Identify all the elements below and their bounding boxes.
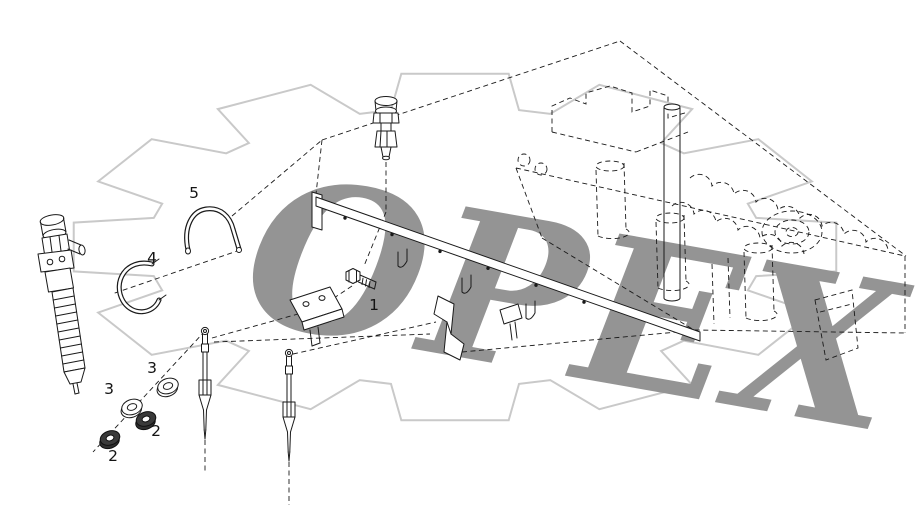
washer-1 bbox=[156, 377, 179, 398]
small-bracket bbox=[499, 303, 523, 341]
mounting-bar bbox=[311, 191, 701, 342]
manifold-assembly bbox=[515, 85, 906, 361]
callout-4: 4 bbox=[147, 249, 157, 267]
clamp-part bbox=[116, 258, 167, 315]
gear-outline bbox=[74, 74, 837, 421]
pipe-part bbox=[184, 206, 242, 255]
vertical-pipe bbox=[663, 103, 681, 302]
hook-bracket bbox=[433, 295, 465, 361]
bar-fasteners bbox=[343, 216, 586, 304]
watermark-gear-icon bbox=[74, 74, 837, 421]
injector-ribs bbox=[52, 295, 85, 365]
bolt-part bbox=[345, 268, 377, 290]
sensor-valve bbox=[372, 96, 400, 161]
callouts: 5 4 1 3 3 2 2 bbox=[104, 184, 379, 465]
nut-1 bbox=[135, 411, 157, 431]
manifold-outline bbox=[515, 85, 906, 361]
bar-clips bbox=[397, 248, 536, 320]
assembly-dashed-lines bbox=[92, 40, 907, 453]
washer-2 bbox=[120, 398, 143, 419]
callout-2a: 2 bbox=[151, 422, 161, 440]
callout-2b: 2 bbox=[108, 447, 118, 465]
glow-plug-1 bbox=[198, 326, 212, 472]
nut-2 bbox=[99, 430, 121, 450]
callout-3b: 3 bbox=[104, 380, 114, 398]
bracket-part bbox=[289, 286, 345, 347]
fuel-injector bbox=[37, 214, 86, 395]
callout-1: 1 bbox=[369, 296, 379, 314]
glow-plug-2 bbox=[282, 348, 296, 505]
callout-5: 5 bbox=[189, 184, 199, 202]
callout-3a: 3 bbox=[147, 359, 157, 377]
